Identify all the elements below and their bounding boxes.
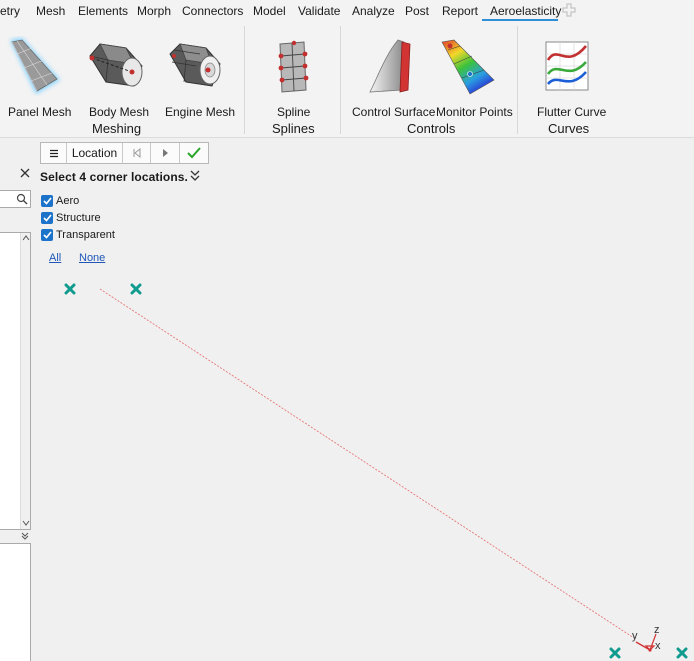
monitor-points-icon: [441, 39, 495, 95]
control-surface-icon: [369, 39, 411, 93]
preview-line: [99, 288, 635, 639]
structure-filter-checkbox[interactable]: Structure: [41, 212, 101, 224]
axis-triad: y z x: [628, 624, 668, 656]
hamburger-icon: [49, 149, 58, 157]
selected-location-marker[interactable]: [64, 283, 76, 295]
panel-mesh-label: Panel Mesh: [8, 105, 72, 119]
axis-z-label: z: [654, 624, 660, 636]
menu-aeroelasticity[interactable]: Aeroelasticity: [490, 4, 562, 18]
transparent-filter-label: Transparent: [56, 229, 115, 241]
browser-search-input[interactable]: [0, 190, 31, 208]
select-all-link[interactable]: All: [49, 252, 62, 264]
menu-bar: etry Mesh Elements Morph Connectors Mode…: [0, 0, 694, 22]
selected-location-marker[interactable]: [130, 283, 142, 295]
aero-filter-checkbox[interactable]: Aero: [41, 195, 79, 207]
control-surface-label: Control Surface: [352, 105, 436, 119]
scrollbar[interactable]: [20, 233, 30, 529]
active-tab-indicator: [482, 19, 558, 21]
body-mesh-button[interactable]: [86, 40, 146, 92]
next-step-button[interactable]: [151, 143, 180, 163]
body-mesh-label: Body Mesh: [89, 105, 150, 119]
menu-morph[interactable]: Morph: [137, 4, 172, 18]
location-selector[interactable]: Location: [67, 143, 123, 163]
menu-validate[interactable]: Validate: [298, 4, 341, 18]
selected-location-marker[interactable]: [609, 647, 621, 659]
search-icon: [16, 193, 28, 205]
collapse-panel-icon[interactable]: [20, 531, 30, 541]
engine-mesh-button[interactable]: [166, 42, 224, 92]
entity-editor-panel: [0, 543, 31, 661]
ribbon: Panel Mesh Body Mesh Engine Mesh Meshing: [0, 22, 694, 138]
play-icon: [163, 149, 168, 157]
chevron-up-icon[interactable]: [22, 234, 30, 242]
close-icon[interactable]: [19, 166, 31, 182]
ribbon-separator: [244, 26, 245, 134]
monitor-points-label: Monitor Points: [436, 105, 513, 119]
structure-filter-label: Structure: [56, 212, 101, 224]
add-tab-icon[interactable]: [562, 3, 576, 17]
flutter-curve-button[interactable]: [544, 40, 590, 94]
engine-mesh-label: Engine Mesh: [165, 105, 236, 119]
engine-mesh-icon: [169, 43, 221, 87]
selection-instruction: Select 4 corner locations.: [40, 170, 188, 184]
menu-elements[interactable]: Elements: [78, 4, 129, 18]
guide-bar-menu-button[interactable]: [41, 143, 67, 163]
menu-analyze[interactable]: Analyze: [352, 4, 395, 18]
spline-button[interactable]: [272, 38, 312, 96]
ribbon-separator: [340, 26, 341, 134]
transparent-filter-checkbox[interactable]: Transparent: [41, 229, 115, 241]
menu-mesh[interactable]: Mesh: [36, 4, 66, 18]
meshing-group-label: Meshing: [92, 121, 142, 136]
spline-label: Spline: [277, 105, 311, 119]
checkbox-checked[interactable]: [41, 195, 53, 207]
menu-connectors[interactable]: Connectors: [182, 4, 244, 18]
ribbon-separator: [517, 26, 518, 134]
aero-filter-label: Aero: [56, 195, 80, 207]
monitor-points-button[interactable]: [440, 38, 496, 96]
menu-geometry[interactable]: etry: [0, 4, 21, 18]
checkbox-checked[interactable]: [41, 212, 53, 224]
select-none-link[interactable]: None: [79, 252, 106, 264]
checkbox-checked[interactable]: [41, 229, 53, 241]
selected-location-marker[interactable]: [676, 647, 688, 659]
skip-back-icon: [133, 148, 140, 158]
guide-bar: Location: [40, 142, 209, 164]
axis-x-label: x: [655, 640, 661, 652]
menu-post[interactable]: Post: [405, 4, 430, 18]
panel-mesh-icon: [10, 38, 60, 94]
graphics-viewport[interactable]: [32, 138, 694, 661]
flutter-curve-label: Flutter Curve: [537, 105, 607, 119]
menu-report[interactable]: Report: [442, 4, 479, 18]
checkmark-icon: [187, 147, 201, 159]
controls-group-label: Controls: [407, 121, 456, 136]
body-mesh-icon: [89, 43, 143, 87]
apply-button[interactable]: [180, 143, 208, 163]
chevron-down-icon[interactable]: [22, 519, 30, 527]
axis-y-label: y: [632, 630, 638, 642]
panel-mesh-button[interactable]: [2, 36, 64, 96]
axis-triad-icon: [635, 633, 657, 652]
flutter-curve-icon: [545, 41, 589, 91]
first-step-button[interactable]: [123, 143, 151, 163]
menu-model[interactable]: Model: [253, 4, 286, 18]
spline-icon: [278, 40, 309, 93]
curves-group-label: Curves: [548, 121, 590, 136]
control-surface-button[interactable]: [364, 36, 414, 96]
double-chevron-down-icon[interactable]: [189, 169, 201, 183]
splines-group-label: Splines: [272, 121, 315, 136]
